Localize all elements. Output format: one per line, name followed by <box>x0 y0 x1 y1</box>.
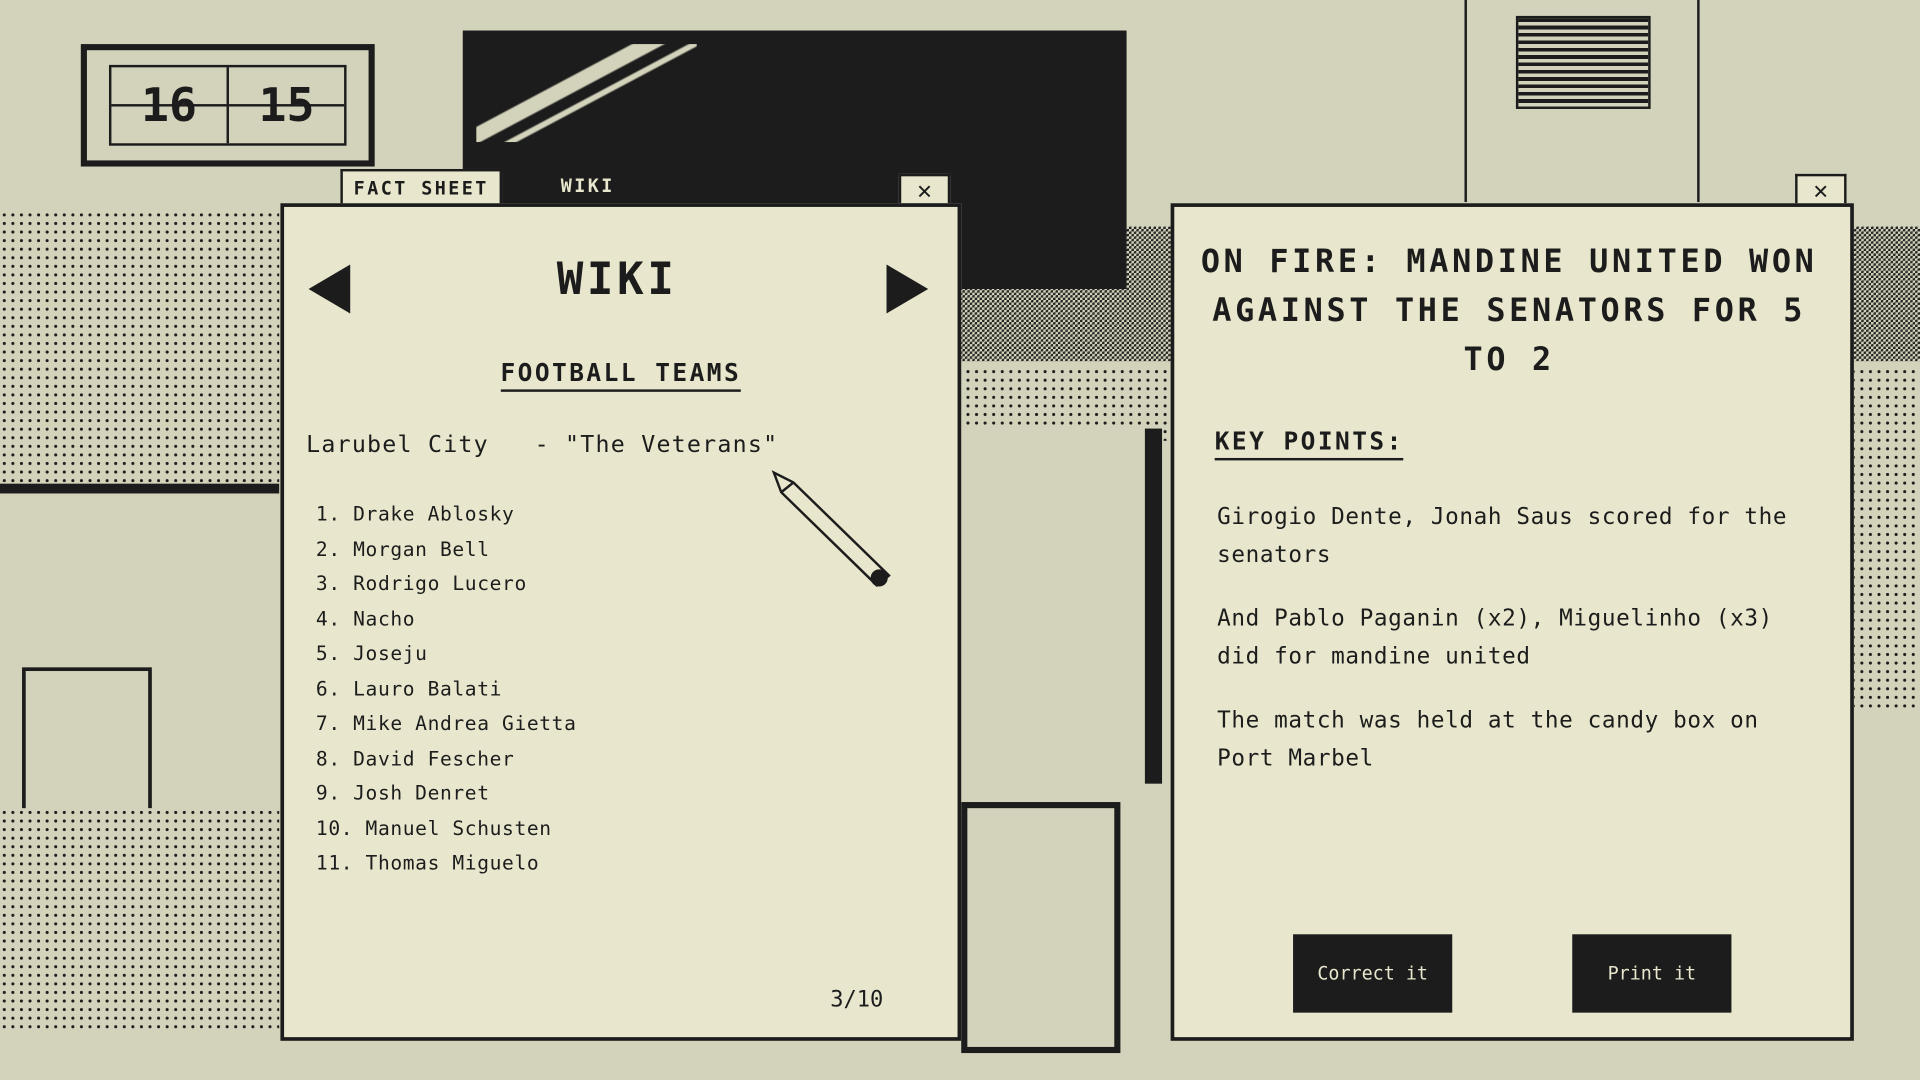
list-item: 9. Josh Denret <box>315 781 490 805</box>
tab-fact-sheet[interactable]: FACT SHEET <box>340 168 503 206</box>
lamp-base <box>22 667 152 834</box>
correct-it-button[interactable]: Correct it <box>1293 934 1453 1013</box>
wall-dots-right <box>1848 367 1920 711</box>
close-icon: ✕ <box>1813 175 1829 205</box>
wall-check-right <box>1848 226 1920 362</box>
box <box>961 802 1121 1054</box>
list-item: 8. David Fescher <box>315 746 515 770</box>
team-name: Larubel City - "The Veterans" <box>306 431 779 458</box>
tab-bar <box>477 165 698 205</box>
print-it-button[interactable]: Print it <box>1572 934 1732 1013</box>
close-article-button[interactable]: ✕ <box>1795 173 1847 205</box>
clock-minutes: 15 <box>228 67 345 144</box>
list-item: 3. Rodrigo Lucero <box>315 571 527 596</box>
wiki-window <box>280 203 962 1041</box>
floor-pattern <box>0 808 280 1029</box>
list-item: 6. Lauro Balati <box>315 676 503 700</box>
list-item: 10. Manuel Schusten <box>315 816 552 840</box>
list-item: 11. Thomas Miguelo <box>315 851 540 875</box>
list-item: 4. Nacho <box>315 606 416 631</box>
door-frame <box>1464 0 1700 203</box>
prev-page-arrow-icon[interactable] <box>308 264 351 314</box>
shelf <box>0 483 280 494</box>
list-item: 2. Morgan Bell <box>315 536 490 561</box>
close-icon: ✕ <box>917 175 932 205</box>
list-item: 7. Mike Andrea Gietta <box>315 711 577 735</box>
article-window <box>1170 203 1854 1041</box>
key-points-label: KEY POINTS: <box>1214 426 1404 461</box>
screen-glare <box>476 44 697 143</box>
wall-pattern <box>0 210 280 483</box>
next-page-arrow-icon[interactable] <box>886 264 929 314</box>
list-item: 1. Drake Ablosky <box>315 502 515 526</box>
curtain <box>961 428 1163 784</box>
key-point: The match was held at the candy box on P… <box>1217 707 1759 772</box>
page-indicator: 3/10 <box>830 986 884 1013</box>
list-item: 5. Joseju <box>315 641 428 665</box>
key-point: Girogio Dente, Jonah Saus scored for the… <box>1217 504 1788 569</box>
clock-hours: 16 <box>111 67 229 144</box>
key-point: And Pablo Paganin (x2), Miguelinho (x3) … <box>1217 606 1773 670</box>
tab-wiki[interactable]: WIKI <box>560 175 615 198</box>
article-headline: ON FIRE: MANDINE UNITED WON AGAINST THE … <box>1200 243 1818 379</box>
pencil-cursor-icon <box>771 470 891 587</box>
section-title: FOOTBALL TEAMS <box>280 357 961 392</box>
close-wiki-button[interactable]: ✕ <box>898 173 951 205</box>
vent <box>1515 15 1651 109</box>
section-title-text: FOOTBALL TEAMS <box>500 357 742 392</box>
wall-clock: 16 15 <box>80 44 375 167</box>
wiki-title: WIKI <box>556 254 678 305</box>
player-list: 1. Drake Ablosky 2. Morgan Bell 3. Rodri… <box>316 502 577 886</box>
